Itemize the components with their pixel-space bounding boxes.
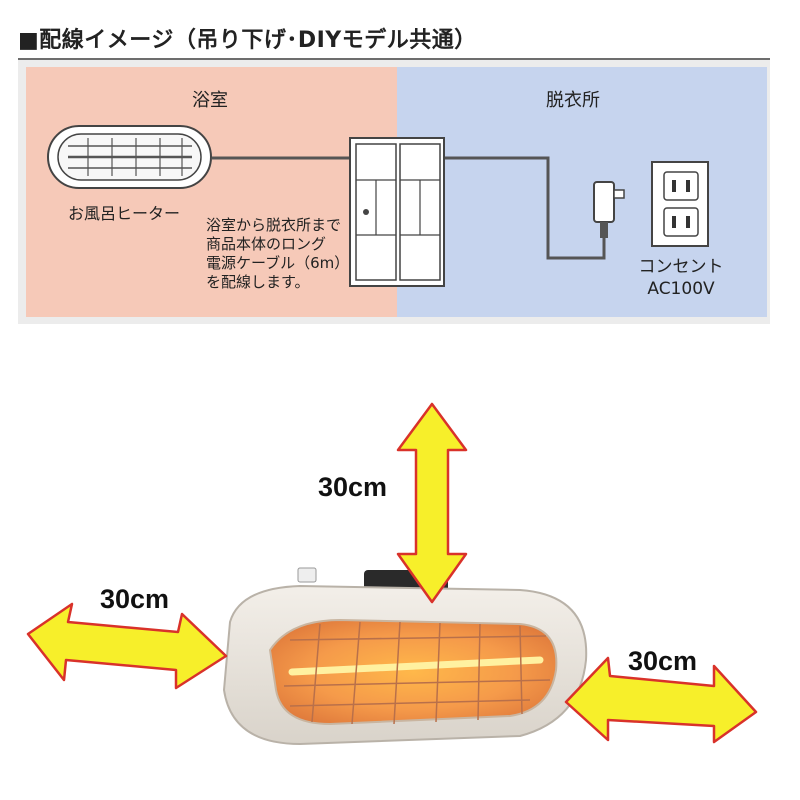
wall-outlet-icon <box>651 161 709 247</box>
clearance-left-label: 30cm <box>100 584 170 614</box>
dressing-room-label: 脱衣所 <box>546 90 600 111</box>
page-title: ■配線イメージ（吊り下げ･DIYモデル共通） <box>18 28 477 53</box>
cable-note-line: 商品本体のロング <box>206 235 327 253</box>
heater-clearance-illustration <box>26 402 758 746</box>
outlet-name: コンセント <box>638 257 724 277</box>
cable-note-line: 浴室から脱衣所まで <box>206 216 342 234</box>
cable-note-line: を配線します。 <box>206 273 310 291</box>
arrow-left <box>26 602 228 690</box>
clearance-top-label: 30cm <box>318 472 388 502</box>
door-icon <box>349 137 445 287</box>
outlet-label: コンセント AC100V <box>636 256 726 300</box>
hook-icon <box>297 567 317 583</box>
power-cable-dressing <box>442 156 606 260</box>
outlet-voltage: AC100V <box>647 279 715 299</box>
heater-label: お風呂ヒーター <box>68 204 181 223</box>
heater-body <box>222 567 588 746</box>
bathroom-area <box>26 67 397 317</box>
bathroom-label: 浴室 <box>192 90 228 111</box>
cable-note: 浴室から脱衣所まで 商品本体のロング 電源ケーブル（6m） を配線します。 <box>206 216 349 292</box>
ac-adapter-icon <box>593 181 625 238</box>
cable-note-line: 電源ケーブル（6m） <box>206 254 350 272</box>
arrow-top <box>396 402 468 604</box>
arrow-right <box>564 656 758 744</box>
clearance-right-label: 30cm <box>628 646 698 676</box>
wiring-illustration <box>47 125 709 287</box>
bath-heater-icon <box>47 125 212 189</box>
header-divider <box>18 58 770 60</box>
